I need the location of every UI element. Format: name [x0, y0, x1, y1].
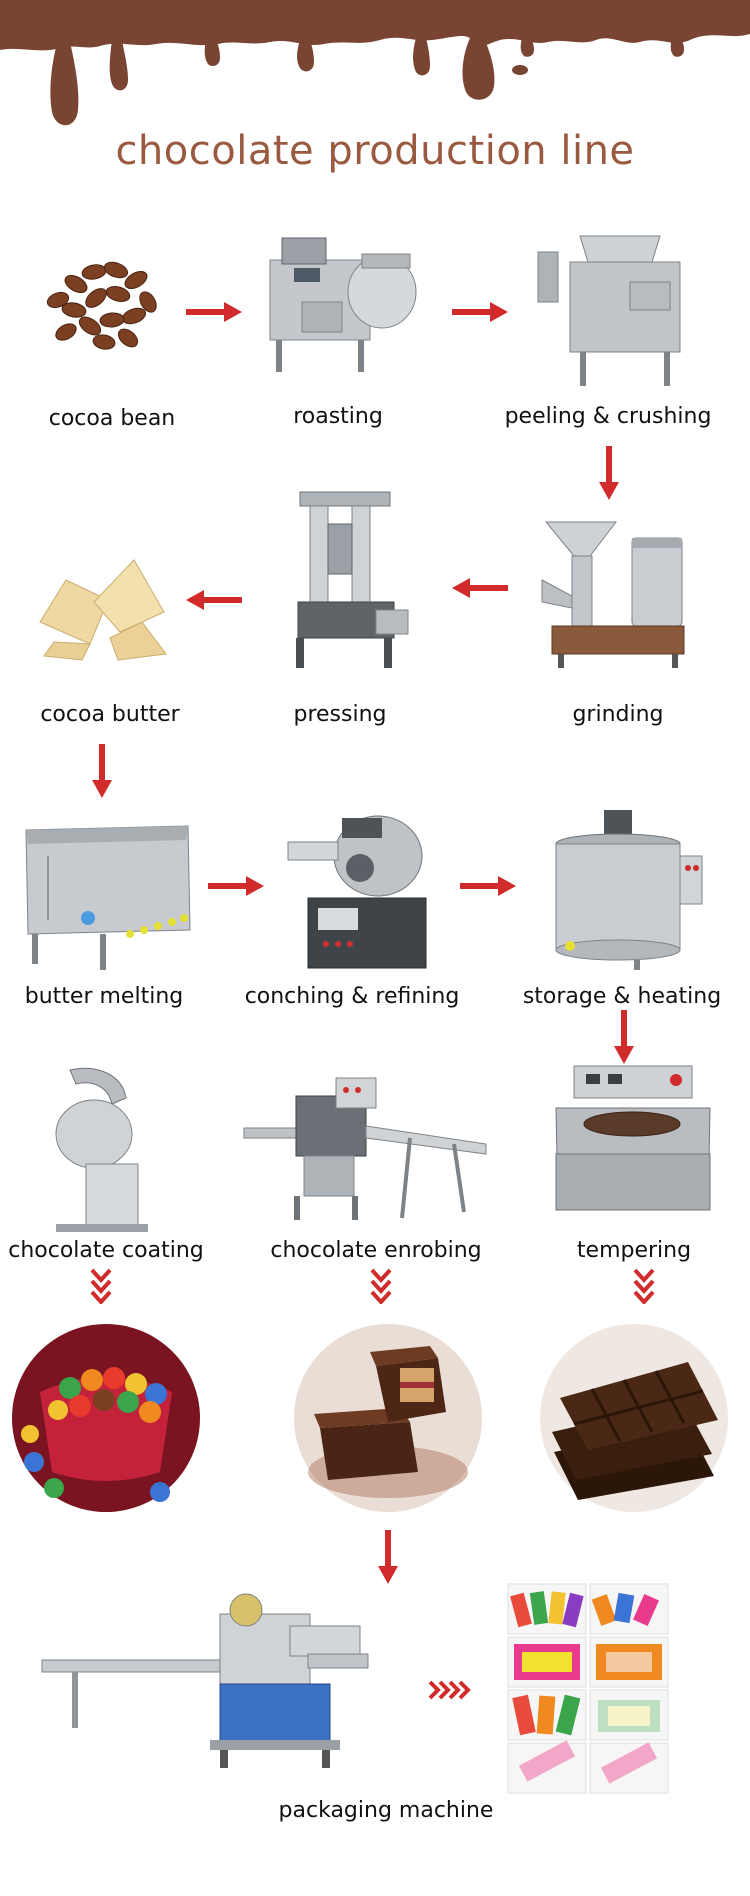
coated-candies-image [12, 1324, 200, 1512]
chocolate-enrobing-machine-image [243, 1077, 487, 1220]
packaged-products-image [506, 1582, 670, 1794]
arrow-right-icon [186, 302, 242, 322]
packaging-machine-image [41, 1593, 369, 1768]
arrow-down-icon [378, 1530, 398, 1584]
arrow-right-icon [208, 876, 264, 896]
label-peeling-crushing: peeling & crushing [504, 404, 712, 429]
arrow-down-icon [92, 744, 112, 798]
label-grinding: grinding [572, 702, 664, 727]
label-packaging-machine: packaging machine [278, 1798, 494, 1823]
cocoa-bean-image [46, 261, 157, 350]
arrow-right-icon [452, 302, 508, 322]
double-chevron-down-icon [90, 1268, 112, 1304]
cocoa-butter-image [39, 559, 167, 661]
enrobed-chocolate-cakes-image [294, 1324, 482, 1512]
label-cocoa-bean: cocoa bean [48, 406, 176, 431]
arrow-right-icon [460, 876, 516, 896]
triple-chevron-right-icon [428, 1680, 471, 1700]
roasting-machine-image [269, 237, 417, 372]
label-conching-refining: conching & refining [244, 984, 460, 1009]
label-chocolate-enrobing: chocolate enrobing [270, 1238, 482, 1263]
grinding-machine-image [541, 521, 685, 668]
double-chevron-down-icon [633, 1268, 655, 1304]
label-butter-melting: butter melting [24, 984, 184, 1009]
label-cocoa-butter: cocoa butter [40, 702, 180, 727]
label-storage-heating: storage & heating [522, 984, 722, 1009]
conching-refining-machine-image [287, 815, 427, 969]
page-title: chocolate production line [115, 128, 635, 174]
peeling-crushing-machine-image [537, 235, 681, 386]
double-chevron-down-icon [370, 1268, 392, 1304]
label-chocolate-coating: chocolate coating [8, 1238, 204, 1263]
label-pressing: pressing [293, 702, 387, 727]
arrow-down-icon [614, 1010, 634, 1064]
chocolate-coating-machine-image [55, 1067, 148, 1232]
chocolate-drip-header [0, 0, 750, 126]
arrow-down-icon [599, 446, 619, 500]
storage-heating-tank-image [555, 810, 703, 970]
arrow-left-icon [452, 578, 508, 598]
label-tempering: tempering [576, 1238, 692, 1263]
arrow-left-icon [186, 590, 242, 610]
tempering-machine-image [555, 1065, 711, 1211]
butter-melting-machine-image [25, 825, 191, 970]
pressing-machine-image [296, 491, 409, 668]
chocolate-bars-image [540, 1324, 728, 1512]
label-roasting: roasting [293, 404, 383, 429]
